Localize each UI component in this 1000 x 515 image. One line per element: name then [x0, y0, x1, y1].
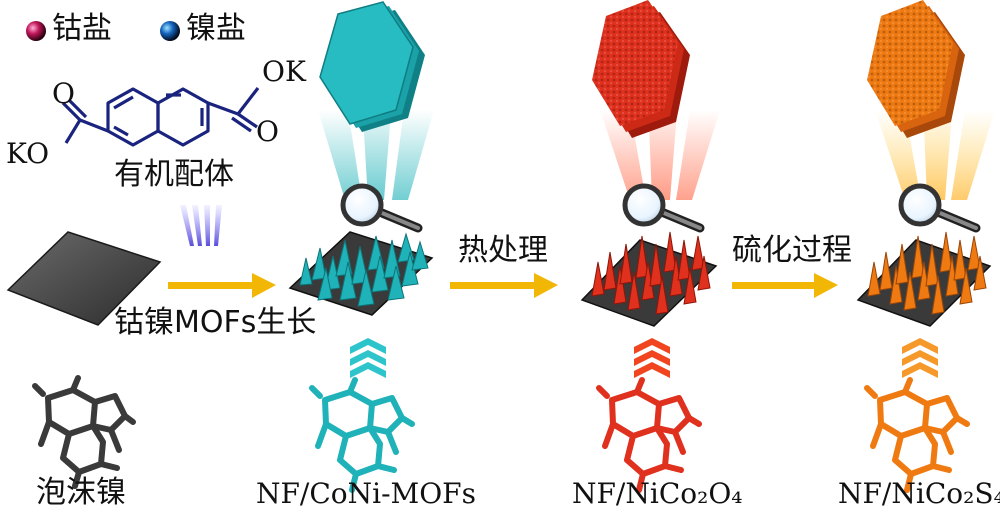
- atom-o-left-label: O: [52, 77, 75, 110]
- nickel-foam-plate: [6, 231, 162, 326]
- heat-arrow: [450, 273, 558, 298]
- nickel-salt-label: 镍盐: [186, 11, 246, 46]
- mof-network: [309, 377, 415, 493]
- ligand-label: 有机配体: [114, 157, 234, 192]
- cobalt-salt-label: 钴盐: [52, 11, 112, 46]
- atom-ko-label: KO: [6, 137, 50, 170]
- foam-network: [32, 375, 136, 489]
- ligand-structure: [61, 87, 260, 147]
- sulfide-column: [856, 0, 995, 493]
- sulfide-step-label: 硫化过程: [732, 233, 852, 268]
- atom-o-right-label: O: [256, 115, 279, 148]
- oxide-crystal: [592, 0, 690, 138]
- cobalt-salt-icon: [26, 21, 46, 41]
- growth-step-label: 钴镍MOFs生长: [114, 305, 317, 340]
- mof-crystal: [319, 1, 425, 132]
- magnifier-icon: [898, 183, 981, 233]
- sulfide-crystal: [867, 0, 965, 138]
- mof-label: NF/CoNi-MOFs: [256, 477, 476, 510]
- magnifier-icon: [622, 183, 705, 233]
- atom-ok-label: OK: [262, 55, 306, 88]
- nickel-salt-icon: [160, 21, 180, 41]
- ligand-beam: [180, 205, 222, 246]
- magnifier-icon: [340, 183, 423, 233]
- oxide-column: [580, 0, 720, 493]
- sulfide-label: NF/NiCo₂S₄: [838, 477, 1000, 510]
- mof-column: [288, 1, 434, 493]
- foam-label: 泡沫镍: [36, 475, 126, 510]
- heat-step-label: 热处理: [458, 233, 548, 268]
- oxide-network: [596, 377, 702, 493]
- oxide-label: NF/NiCo₂O₄: [572, 477, 743, 510]
- growth-arrow: [168, 273, 276, 298]
- sulfide-arrow: [732, 273, 838, 298]
- sulfide-network: [864, 377, 970, 493]
